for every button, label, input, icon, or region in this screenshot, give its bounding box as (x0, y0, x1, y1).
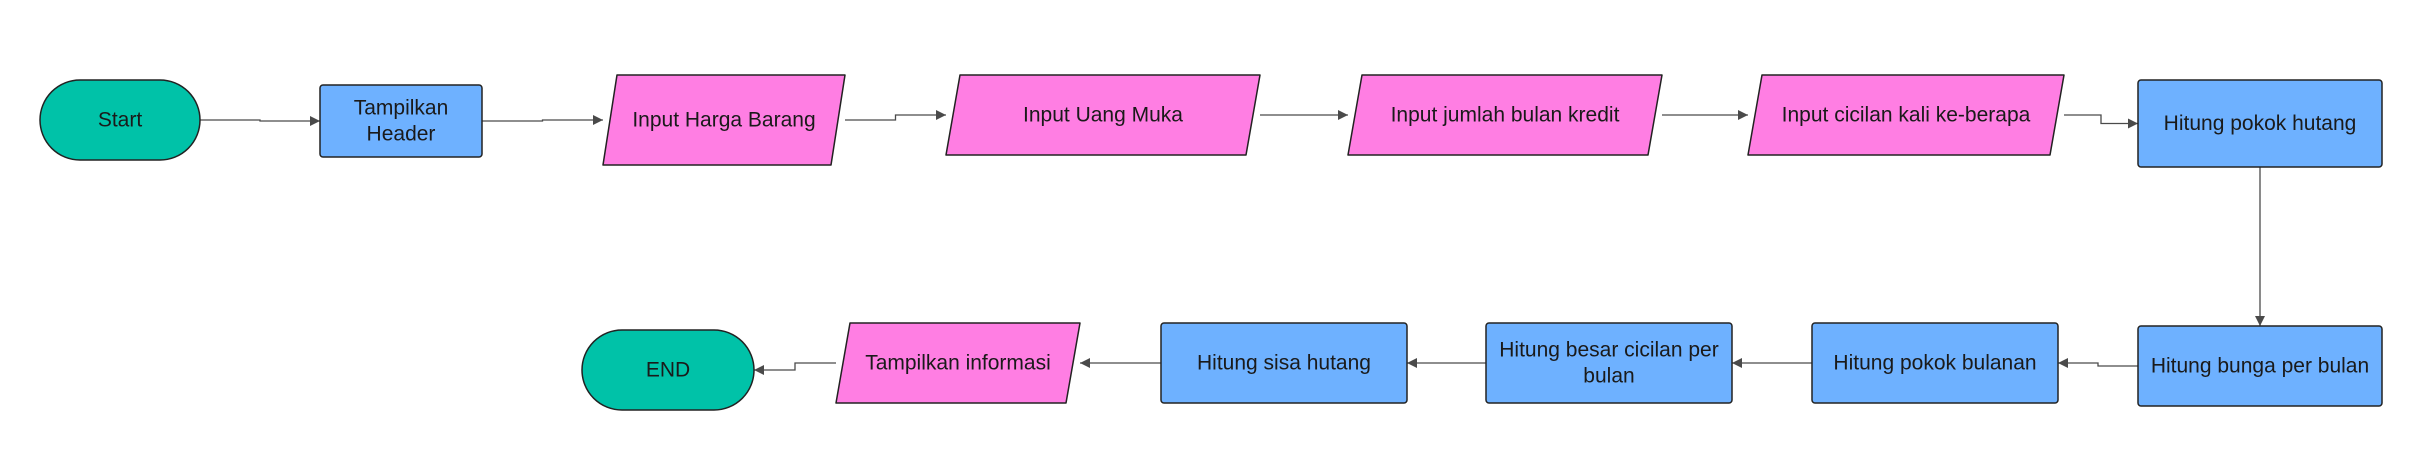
end-label: END (646, 359, 690, 382)
node-bulan: Input jumlah bulan kredit (1347, 74, 1663, 156)
edges-layer (200, 110, 2265, 375)
pokokhutang-label: Hitung pokok hutang (2164, 112, 2357, 135)
besarcicilan-label-line-1: Hitung besar cicilan per (1499, 339, 1718, 362)
start-terminal-shape (39, 79, 201, 161)
node-harga: Input Harga Barang (602, 74, 846, 166)
edge-harga-to-uangmuka (845, 110, 946, 121)
uangmuka-label: Input Uang Muka (1023, 104, 1183, 127)
pokokbulanan-label: Hitung pokok bulanan (1833, 352, 2036, 375)
node-pokokbulanan: Hitung pokok bulanan (1811, 322, 2059, 404)
node-informasi: Tampilkan informasi (835, 322, 1081, 404)
start-label: Start (98, 109, 143, 132)
sisahutang-label: Hitung sisa hutang (1197, 352, 1371, 375)
edge-cicilanke-to-pokokhutang (2064, 114, 2138, 129)
harga-label: Input Harga Barang (632, 109, 815, 132)
bunga-process-shape (2137, 325, 2383, 407)
node-bunga: Hitung bunga per bulan (2137, 325, 2383, 407)
node-sisahutang: Hitung sisa hutang (1160, 322, 1408, 404)
node-besarcicilan: Hitung besar cicilan per bulan (1485, 322, 1733, 404)
node-end: END (581, 329, 755, 411)
cicilanke-label: Input cicilan kali ke-berapa (1782, 104, 2031, 127)
header-label-line-1: Tampilkan (354, 97, 449, 120)
harga-io-shape (602, 74, 846, 166)
informasi-label: Tampilkan informasi (865, 352, 1051, 375)
besarcicilan-process-shape (1485, 322, 1733, 404)
edge-bunga-to-pokokbulanan (2058, 358, 2138, 368)
node-cicilanke: Input cicilan kali ke-berapa (1747, 74, 2065, 156)
cicilanke-io-shape (1747, 74, 2065, 156)
uangmuka-io-shape (945, 74, 1261, 156)
pokokbulanan-process-shape (1811, 322, 2059, 404)
header-label-line-2: Header (367, 123, 436, 146)
informasi-io-shape (835, 322, 1081, 404)
end-terminal-shape (581, 329, 755, 411)
node-start: Start (39, 79, 201, 161)
bulan-io-shape (1347, 74, 1663, 156)
edge-start-to-header (200, 116, 320, 126)
sisahutang-process-shape (1160, 322, 1408, 404)
pokokhutang-process-shape (2137, 79, 2383, 168)
node-pokokhutang: Hitung pokok hutang (2137, 79, 2383, 168)
bunga-label: Hitung bunga per bulan (2151, 355, 2369, 378)
besarcicilan-label-line-2: bulan (1583, 365, 1634, 388)
edge-header-to-harga (482, 115, 603, 125)
header-process-shape (319, 84, 483, 158)
bulan-label: Input jumlah bulan kredit (1391, 104, 1620, 127)
edge-informasi-to-end (754, 362, 836, 375)
node-uangmuka: Input Uang Muka (945, 74, 1261, 156)
